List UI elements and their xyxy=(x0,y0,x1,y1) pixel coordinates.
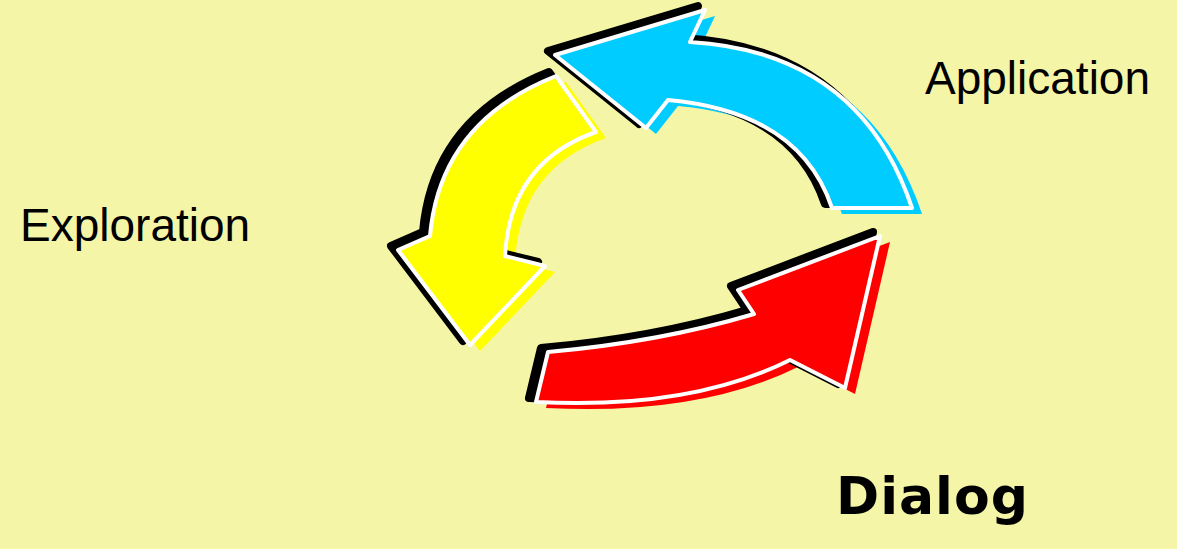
cycle-label: Dialog xyxy=(836,470,1029,522)
cycle-label: Application xyxy=(925,55,1150,101)
cycle-label: Exploration xyxy=(20,202,250,248)
red-arrow xyxy=(536,236,880,403)
cyan-arrow xyxy=(555,10,912,208)
yellow-arrow xyxy=(398,76,596,345)
